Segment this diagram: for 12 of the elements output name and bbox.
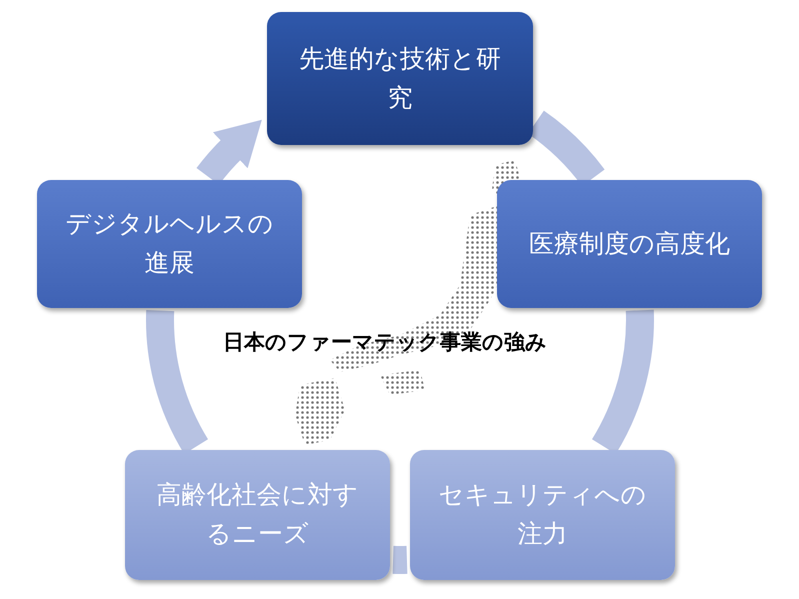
process-box: [125, 450, 390, 580]
process-box: [410, 450, 675, 580]
process-box: [497, 180, 762, 308]
diagram-title: 日本のファーマテック事業の強み: [222, 329, 548, 356]
process-box: [37, 180, 302, 308]
box-label: 医療制度の高度化: [528, 228, 731, 260]
box-label: セキュリティへの注力: [438, 479, 648, 550]
box-label: デジタルヘルスの進展: [64, 208, 274, 279]
box-label: 高齢化社会に対するニーズ: [156, 479, 360, 550]
box-label: 先進的な技術と研究: [298, 42, 502, 114]
cycle-connector: [392, 546, 408, 574]
process-box: [267, 12, 533, 145]
